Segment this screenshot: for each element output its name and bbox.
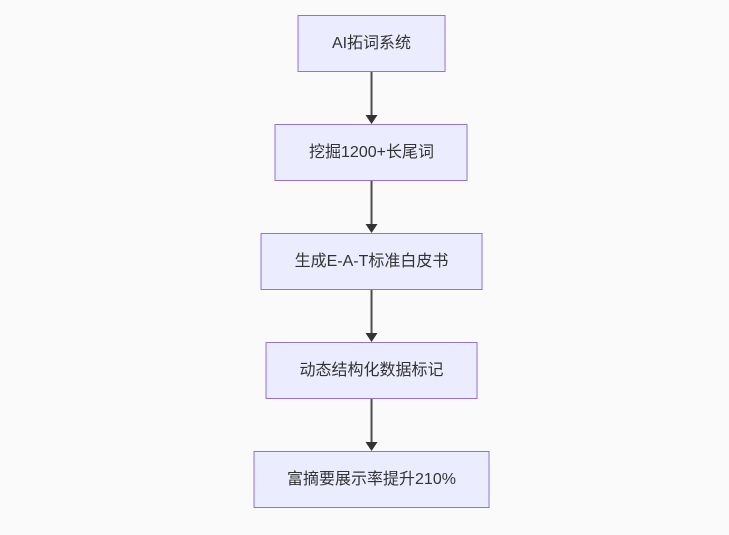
arrow-down-icon bbox=[365, 224, 378, 233]
flow-node-ai-word-system: AI拓词系统 bbox=[297, 15, 446, 72]
flow-node-label: AI拓词系统 bbox=[331, 34, 412, 52]
arrow-line bbox=[370, 72, 373, 115]
flow-edge-2 bbox=[365, 181, 378, 233]
arrow-down-icon bbox=[365, 442, 378, 451]
flow-node-eat-whitepaper: 生成E-A-T标准白皮书 bbox=[260, 233, 483, 290]
flow-node-longtail-keywords: 挖掘1200+长尾词 bbox=[275, 124, 468, 181]
flow-node-label: 富摘要展示率提升210% bbox=[287, 470, 456, 488]
arrow-line bbox=[370, 399, 373, 442]
arrow-down-icon bbox=[365, 115, 378, 124]
arrow-line bbox=[370, 181, 373, 224]
arrow-line bbox=[370, 290, 373, 333]
flow-node-label: 挖掘1200+长尾词 bbox=[309, 143, 434, 161]
flow-edge-1 bbox=[365, 72, 378, 124]
flow-node-structured-data-markup: 动态结构化数据标记 bbox=[265, 342, 478, 399]
flow-node-label: 生成E-A-T标准白皮书 bbox=[294, 252, 449, 270]
flow-edge-4 bbox=[365, 399, 378, 451]
arrow-down-icon bbox=[365, 333, 378, 342]
flow-node-label: 动态结构化数据标记 bbox=[299, 361, 444, 379]
flow-node-rich-snippet-rate: 富摘要展示率提升210% bbox=[253, 451, 490, 508]
flowchart: AI拓词系统 挖掘1200+长尾词 生成E-A-T标准白皮书 动态结构化数据标记 bbox=[253, 15, 490, 508]
flow-edge-3 bbox=[365, 290, 378, 342]
